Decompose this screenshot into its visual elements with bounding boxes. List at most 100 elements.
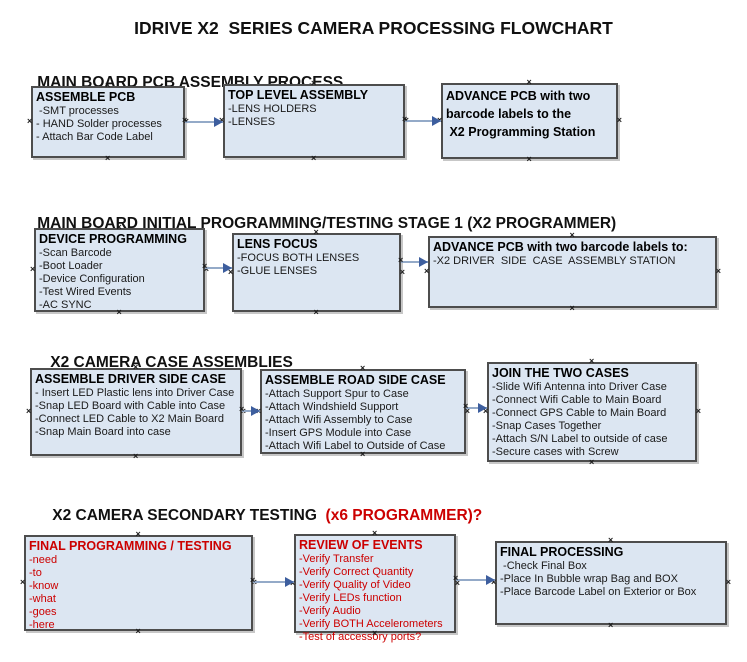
flow-arrow-icon <box>463 402 487 413</box>
box-line: -Attach Wifi Assembly to Case <box>265 414 413 426</box>
connection-point-icon <box>133 363 138 372</box>
connection-point-icon <box>716 267 721 276</box>
section-heading-secondary-testing: X2 CAMERA SECONDARY TESTING (x6 PROGRAMM… <box>35 489 482 525</box>
box-line: -Attach Windshield Support <box>265 401 399 413</box>
flow-arrow-icon <box>402 115 441 126</box>
box-line: - Attach Bar Code Label <box>36 131 153 143</box>
flow-arrow-icon <box>239 405 260 416</box>
connection-point-icon <box>136 530 141 539</box>
flow-box-assemble-road-side-case: ASSEMBLE ROAD SIDE CASE -Attach Support … <box>260 369 466 454</box>
box-line: -Snap Main Board into case <box>35 426 171 438</box>
box-line: barcode labels to the <box>446 107 572 121</box>
connection-point-icon <box>360 364 365 373</box>
section-heading-text: MAIN BOARD INITIAL PROGRAMMING/TESTING S… <box>37 215 617 232</box>
box-line: -Snap Cases Together <box>492 420 602 432</box>
box-line: -know <box>29 580 59 592</box>
box-line: -SMT processes <box>36 105 119 117</box>
connection-point-icon <box>311 154 316 163</box>
box-line: -Test Wired Events <box>39 286 132 298</box>
connection-point-icon <box>589 357 594 366</box>
section-heading-text: X2 CAMERA SECONDARY TESTING <box>52 507 322 524</box>
connection-point-icon <box>360 450 365 459</box>
box-line: -Snap LED Board with Cable into Case <box>35 400 226 412</box>
box-line: -X2 DRIVER SIDE CASE ASSEMBLY STATION <box>433 255 676 267</box>
connection-point-icon <box>117 223 122 232</box>
flow-box-final-programming-testing: FINAL PROGRAMMING / TESTING -need -to -k… <box>24 535 253 631</box>
connection-point-icon <box>608 621 613 630</box>
box-line: -here <box>29 619 55 631</box>
connection-point-icon <box>26 407 31 416</box>
connection-point-icon <box>311 79 316 88</box>
flow-box-top-level-assembly: TOP LEVEL ASSEMBLY -LENS HOLDERS -LENSES <box>223 84 405 158</box>
box-line: - Insert LED Plastic lens into Driver Ca… <box>35 387 235 399</box>
box-line: -Scan Barcode <box>39 247 112 259</box>
flow-box-assemble-pcb: ASSEMBLE PCB -SMT processes - HAND Solde… <box>31 86 185 158</box>
box-line: X2 Programming Station <box>446 125 596 139</box>
connection-point-icon <box>30 265 35 274</box>
connection-point-icon <box>570 231 575 240</box>
box-line: -Place Barcode Label on Exterior or Box <box>500 586 697 598</box>
box-line: -Boot Loader <box>39 260 103 272</box>
flow-arrow-icon <box>453 574 495 585</box>
connection-point-icon <box>314 228 319 237</box>
box-line: -Connect GPS Cable to Main Board <box>492 407 667 419</box>
connection-point-icon <box>589 458 594 467</box>
connection-point-icon <box>527 155 532 164</box>
box-line: -Connect LED Cable to X2 Main Board <box>35 413 224 425</box>
connection-point-icon <box>527 78 532 87</box>
connection-point-icon <box>136 627 141 636</box>
box-title: FINAL PROCESSING <box>500 545 624 559</box>
box-line: -Verify BOTH Accelerometers <box>299 618 443 630</box>
connection-point-icon <box>696 407 701 416</box>
flow-box-lens-focus: LENS FOCUS -FOCUS BOTH LENSES -GLUE LENS… <box>232 233 401 312</box>
flow-box-final-processing: FINAL PROCESSING -Check Final Box -Place… <box>495 541 727 625</box>
connection-point-icon <box>20 578 25 587</box>
box-line: -LENSES <box>228 116 276 128</box>
box-line: -Attach Support Spur to Case <box>265 388 409 400</box>
box-line: -Check Final Box <box>500 560 587 572</box>
box-title: TOP LEVEL ASSEMBLY <box>228 88 369 102</box>
connection-point-icon <box>617 116 622 125</box>
connection-point-icon <box>726 578 731 587</box>
connection-point-icon <box>372 529 377 538</box>
connection-point-icon <box>314 308 319 317</box>
box-line: -LENS HOLDERS <box>228 103 317 115</box>
box-title: ASSEMBLE DRIVER SIDE CASE <box>35 372 227 386</box>
section-heading-text: X2 CAMERA CASE ASSEMBLIES <box>50 354 293 371</box>
box-line: -Place In Bubble wrap Bag and BOX <box>500 573 678 585</box>
section-heading-initial-programming: MAIN BOARD INITIAL PROGRAMMING/TESTING S… <box>20 197 616 233</box>
connection-point-icon <box>570 304 575 313</box>
section-heading-case-assemblies: X2 CAMERA CASE ASSEMBLIES <box>33 336 293 372</box>
box-line: -Verify Transfer <box>299 553 374 565</box>
flow-box-device-programming: DEVICE PROGRAMMING -Scan Barcode -Boot L… <box>34 228 205 312</box>
box-line: -Attach S/N Label to outside of case <box>492 433 668 445</box>
box-title: ADVANCE PCB with two <box>446 89 591 103</box>
box-line: - HAND Solder processes <box>36 118 162 130</box>
flow-box-advance-pcb-programming-station: ADVANCE PCB with two barcode labels to t… <box>441 83 618 159</box>
flow-box-advance-pcb-driver-side-station: ADVANCE PCB with two barcode labels to: … <box>428 236 717 308</box>
box-line: -GLUE LENSES <box>237 265 318 277</box>
box-title: ASSEMBLE PCB <box>36 90 136 104</box>
box-line: -AC SYNC <box>39 299 92 311</box>
box-title: REVIEW OF EVENTS <box>299 538 423 552</box>
box-line: -Slide Wifi Antenna into Driver Case <box>492 381 667 393</box>
box-line: -need <box>29 554 58 566</box>
box-line: -Connect Wifi Cable to Main Board <box>492 394 662 406</box>
box-line: -goes <box>29 606 57 618</box>
box-line: -Attach Wifi Label to Outside of Case <box>265 440 446 452</box>
box-line: -Insert GPS Module into Case <box>265 427 412 439</box>
box-line: -FOCUS BOTH LENSES <box>237 252 360 264</box>
flow-arrow-icon <box>250 576 294 587</box>
connection-point-icon <box>105 81 110 90</box>
box-line: -Verify Correct Quantity <box>299 566 414 578</box>
box-line: -Verify LEDs function <box>299 592 402 604</box>
page-title: IDRIVE X2 SERIES CAMERA PROCESSING FLOWC… <box>134 18 613 38</box>
connection-point-icon <box>133 452 138 461</box>
box-line: -what <box>29 593 56 605</box>
connection-point-icon <box>608 536 613 545</box>
flow-box-review-of-events: REVIEW OF EVENTS -Verify Transfer -Verif… <box>294 534 456 643</box>
box-title: LENS FOCUS <box>237 237 318 251</box>
flow-arrow-icon <box>398 256 428 267</box>
connection-point-icon <box>424 267 429 276</box>
flow-box-assemble-driver-side-case: ASSEMBLE DRIVER SIDE CASE - Insert LED P… <box>30 368 242 456</box>
